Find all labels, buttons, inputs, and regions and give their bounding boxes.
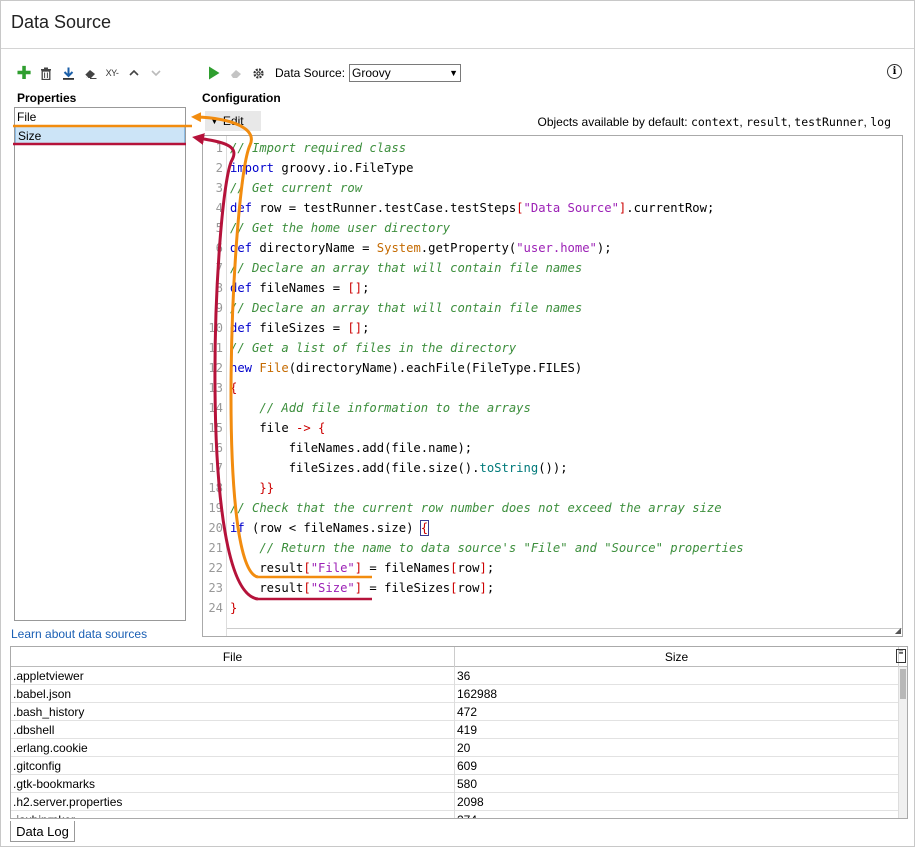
- table-row[interactable]: .h2.server.properties 2098: [11, 793, 899, 811]
- configuration-label: Configuration: [202, 91, 281, 105]
- edit-tab[interactable]: ▼ Edit: [205, 111, 261, 131]
- line-number: 14: [208, 401, 223, 415]
- line-number: 7: [215, 261, 223, 275]
- grid-header: File Size ≡: [11, 647, 907, 667]
- property-item-file[interactable]: File: [17, 110, 37, 124]
- line-number: 11: [208, 341, 223, 355]
- line-number: 4: [215, 201, 223, 215]
- property-item-size[interactable]: Size: [15, 126, 185, 144]
- table-row[interactable]: .gitconfig 609: [11, 757, 899, 775]
- line-number: 6: [215, 241, 223, 255]
- cell-file: .h2.server.properties: [13, 795, 123, 809]
- eraser-icon[interactable]: [79, 63, 101, 83]
- scrollbar-thumb[interactable]: [900, 669, 906, 699]
- cell-size: 162988: [457, 687, 498, 701]
- line-number: 2: [215, 161, 223, 175]
- object-context: context: [690, 115, 740, 129]
- settings-gear-icon[interactable]: [247, 63, 269, 83]
- learn-about-data-sources-link[interactable]: Learn about data sources: [11, 627, 148, 641]
- cell-size: 36: [457, 669, 471, 683]
- cell-file: .erlang.cookie: [13, 741, 88, 755]
- configuration-toolbar: Data Source: Groovy ▼: [203, 63, 462, 83]
- line-number: 21: [208, 541, 223, 555]
- properties-label: Properties: [17, 91, 77, 105]
- table-row[interactable]: .dbshell 419: [11, 721, 899, 739]
- table-row[interactable]: .appletviewer 36: [11, 667, 899, 685]
- properties-toolbar: ✚ XY-: [13, 63, 167, 83]
- line-number: 18: [208, 481, 223, 495]
- data-source-select[interactable]: Groovy ▼: [349, 64, 462, 82]
- edit-tab-label: Edit: [222, 114, 244, 128]
- data-source-value: Groovy: [352, 66, 391, 80]
- window-title: Data Source: [11, 12, 112, 32]
- cell-size: 609: [457, 759, 478, 773]
- grid-vertical-scrollbar[interactable]: [898, 667, 907, 818]
- line-number: 12: [208, 361, 223, 375]
- cell-file: .jaxbiprnker: [11, 811, 75, 818]
- cell-size: 419: [457, 723, 478, 737]
- object-result: result: [746, 115, 788, 129]
- line-number: 24: [208, 601, 223, 615]
- cell-size: 274: [455, 811, 477, 818]
- xy-icon[interactable]: XY-: [105, 68, 119, 78]
- cell-file: .gitconfig: [13, 759, 62, 773]
- cell-file: .appletviewer: [13, 669, 84, 683]
- column-header-file[interactable]: File: [11, 647, 455, 667]
- object-testrunner: testRunner: [794, 115, 864, 129]
- chevron-down-icon: ▼: [449, 68, 459, 78]
- cell-size: 580: [457, 777, 478, 791]
- cell-file: .babel.json: [13, 687, 72, 701]
- run-icon[interactable]: [203, 63, 225, 83]
- download-icon[interactable]: [57, 63, 79, 83]
- line-number: 1: [215, 141, 223, 155]
- line-number: 8: [215, 281, 223, 295]
- line-number: 16: [208, 441, 223, 455]
- delete-icon[interactable]: [35, 63, 57, 83]
- data-grid: File Size ≡ .appletviewer 36 .babel.json 1…: [10, 646, 908, 819]
- cell-size: 472: [457, 705, 478, 719]
- line-number: 13: [208, 381, 223, 395]
- line-number: 15: [208, 421, 223, 435]
- data-source-label: Data Source:: [275, 66, 346, 80]
- cell-file: .bash_history: [13, 705, 85, 719]
- data-log-tab[interactable]: Data Log: [10, 821, 75, 842]
- clear-icon[interactable]: [225, 63, 247, 83]
- line-number: 9: [215, 301, 223, 315]
- editor-horizontal-scrollbar[interactable]: [227, 628, 902, 636]
- caret-down-icon: ▼: [210, 116, 219, 126]
- cell-file: .dbshell: [13, 723, 55, 737]
- table-row[interactable]: .erlang.cookie 20: [11, 739, 899, 757]
- line-number: 3: [215, 181, 223, 195]
- table-row[interactable]: .babel.json 162988: [11, 685, 899, 703]
- table-row[interactable]: .bash_history 472: [11, 703, 899, 721]
- line-number: 23: [208, 581, 223, 595]
- info-icon[interactable]: i: [887, 64, 902, 79]
- objects-prefix: Objects available by default:: [537, 115, 688, 129]
- resize-corner-icon: ◢: [894, 626, 901, 635]
- objects-available-text: Objects available by default: context, r…: [537, 115, 892, 129]
- move-up-icon[interactable]: [123, 63, 145, 83]
- properties-list[interactable]: File Size: [14, 107, 186, 621]
- table-row[interactable]: .jaxbiprnker 274: [11, 811, 899, 818]
- cell-file: .gtk-bookmarks: [13, 777, 96, 791]
- object-log: log: [870, 115, 891, 129]
- column-chooser-icon[interactable]: ≡: [896, 649, 906, 663]
- cell-size: 2098: [457, 795, 484, 809]
- line-number: 22: [208, 561, 223, 575]
- title-bar: Data Source: [1, 1, 914, 49]
- column-header-size[interactable]: Size: [455, 647, 899, 667]
- add-icon[interactable]: ✚: [16, 62, 32, 83]
- line-number: 5: [215, 221, 223, 235]
- table-row[interactable]: .gtk-bookmarks 580: [11, 775, 899, 793]
- line-number: 17: [208, 461, 223, 475]
- move-down-icon[interactable]: [145, 63, 167, 83]
- cell-size: 20: [457, 741, 471, 755]
- line-number: 20: [208, 521, 223, 535]
- line-number: 10: [208, 321, 223, 335]
- line-number: 19: [208, 501, 223, 515]
